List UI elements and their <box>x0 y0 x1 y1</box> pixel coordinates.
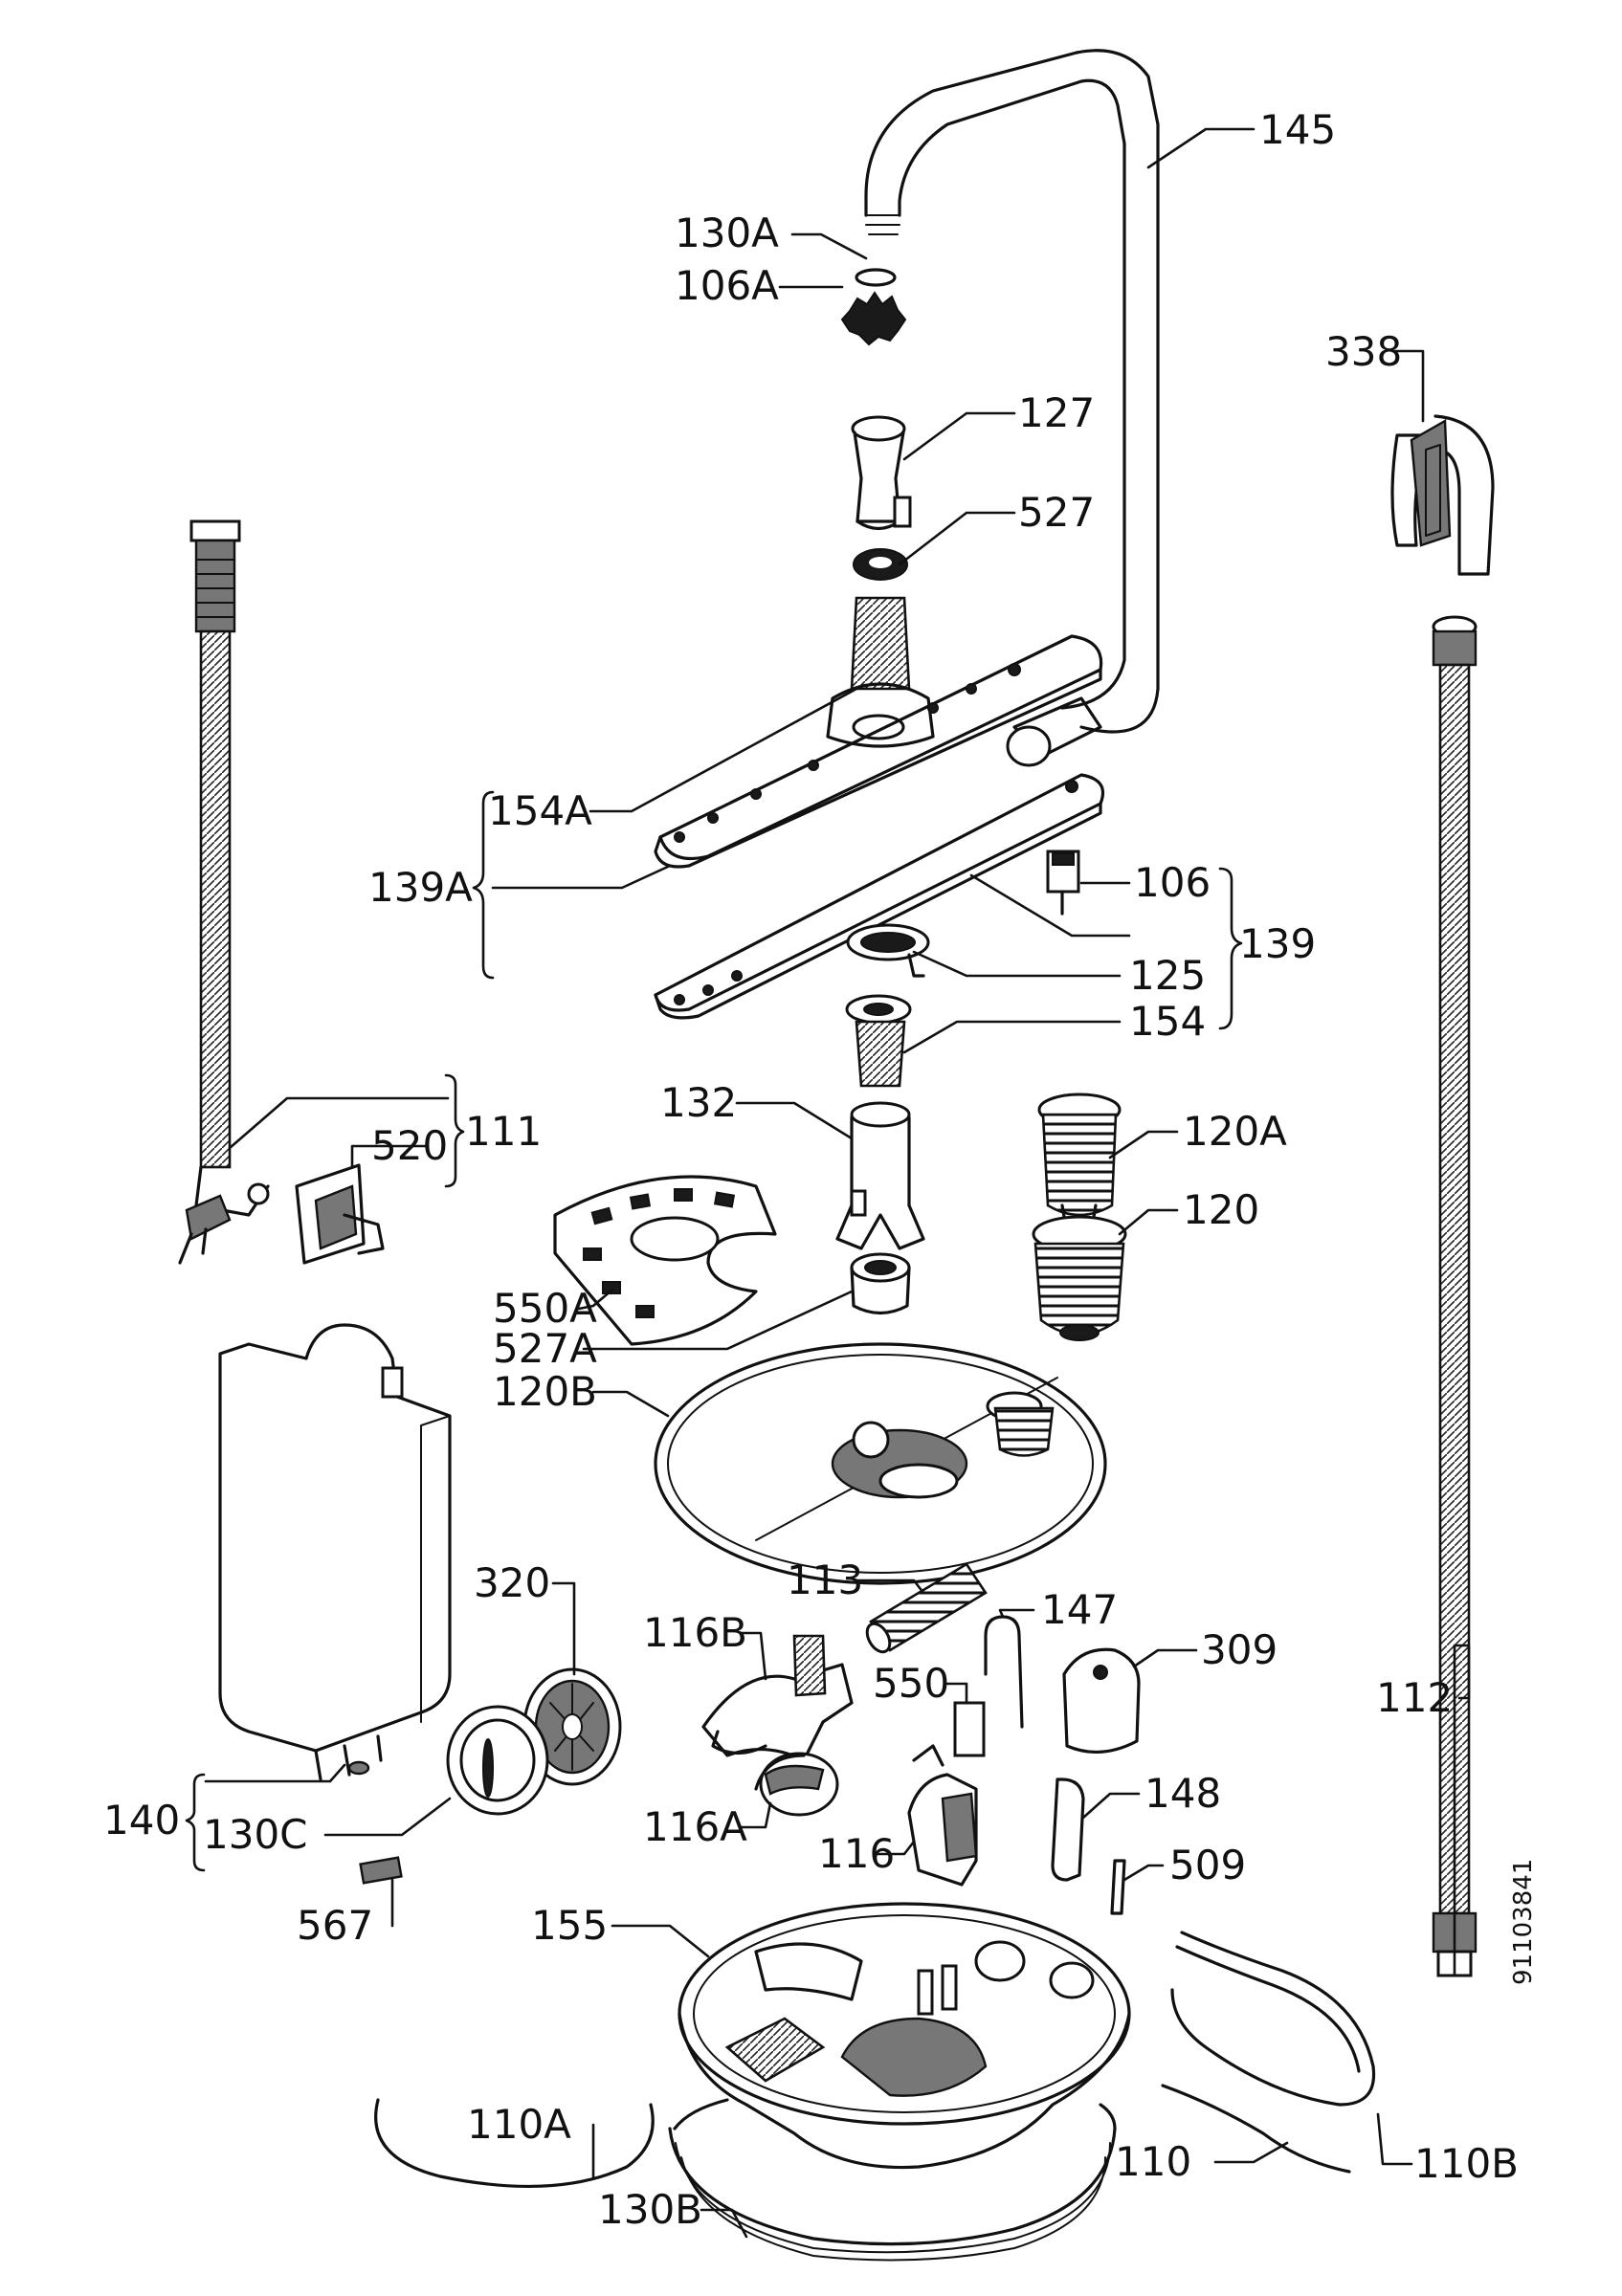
hose-110a <box>374 2098 655 2188</box>
u-pin-147 <box>984 1615 1024 1729</box>
label-139a: 139A <box>368 864 473 911</box>
label-130b: 130B <box>598 2186 702 2233</box>
label-139: 139 <box>1239 920 1316 967</box>
clip-148 <box>1051 1777 1085 1882</box>
label-527: 527 <box>1018 489 1095 536</box>
label-155: 155 <box>531 1902 608 1949</box>
label-309: 309 <box>1201 1626 1278 1673</box>
label-106a: 106A <box>675 262 779 309</box>
impeller-cover-320 <box>522 1667 622 1786</box>
clip-106 <box>1046 850 1080 916</box>
gear-nut-106a <box>840 291 907 346</box>
label-520: 520 <box>371 1122 448 1169</box>
sump-155 <box>678 1902 1131 2170</box>
label-110b: 110B <box>1414 2140 1519 2187</box>
flap-116a <box>754 1752 839 1817</box>
label-116: 116 <box>818 1830 895 1877</box>
block-550 <box>953 1701 986 1757</box>
container-140 <box>218 1323 452 1781</box>
flat-filter-120b <box>654 1342 1107 1585</box>
valve-housing-116b <box>701 1634 854 1762</box>
label-116b: 116B <box>643 1609 747 1656</box>
filter-cup-120 <box>1032 1215 1127 1341</box>
label-116a: 116A <box>643 1803 747 1850</box>
label-147: 147 <box>1041 1586 1118 1633</box>
label-154: 154 <box>1129 998 1206 1045</box>
pin-509 <box>1110 1859 1126 1915</box>
valve-body-116 <box>907 1744 978 1887</box>
label-120b: 120B <box>493 1368 597 1415</box>
hub-154 <box>845 994 912 1088</box>
label-127: 127 <box>1018 389 1095 436</box>
leader-lines <box>204 127 1471 2239</box>
label-338: 338 <box>1325 328 1402 375</box>
callout-labels: 145 130A 106A 338 127 527 154A 139A 106 … <box>103 106 1519 2233</box>
label-113: 113 <box>787 1556 863 1603</box>
label-111: 111 <box>465 1108 542 1155</box>
upper-spray-pipe-145 <box>864 49 1160 767</box>
label-106: 106 <box>1134 859 1211 906</box>
o-ring-130a <box>855 268 897 287</box>
label-145: 145 <box>1259 106 1336 153</box>
label-567: 567 <box>297 1902 373 1949</box>
seal-ring-130c <box>446 1705 549 1816</box>
drawing-number: 91103841 <box>1509 1859 1538 1985</box>
spray-arm-139 <box>654 773 1105 1020</box>
label-154a: 154A <box>488 787 592 834</box>
label-509: 509 <box>1169 1842 1246 1888</box>
cap-309 <box>1062 1647 1141 1755</box>
brackets <box>185 790 1243 1872</box>
label-140: 140 <box>103 1797 180 1843</box>
clamp-338 <box>1390 414 1495 576</box>
label-130c: 130C <box>203 1811 308 1858</box>
label-120: 120 <box>1183 1186 1259 1233</box>
label-125: 125 <box>1129 952 1206 999</box>
label-130a: 130A <box>675 210 779 256</box>
filter-120a <box>1037 1093 1122 1236</box>
label-527a: 527A <box>493 1325 597 1372</box>
seal-ring-130b <box>668 2098 1117 2262</box>
label-110a: 110A <box>467 2101 571 2148</box>
label-148: 148 <box>1144 1770 1221 1817</box>
label-550a: 550A <box>493 1285 597 1332</box>
cover-550a <box>553 1175 777 1346</box>
label-320: 320 <box>474 1559 550 1606</box>
hoses-110-110b <box>1161 1931 1376 2174</box>
heater-tube-113 <box>865 1562 988 1654</box>
label-132: 132 <box>660 1079 737 1126</box>
connector-tube-127 <box>851 415 912 531</box>
tube-132 <box>835 1101 925 1250</box>
nut-527 <box>853 548 908 581</box>
bracket-520 <box>295 1163 385 1265</box>
nut-527a <box>850 1252 911 1315</box>
label-550: 550 <box>873 1660 949 1707</box>
label-120a: 120A <box>1183 1108 1287 1155</box>
hose-111 <box>178 519 270 1265</box>
label-112: 112 <box>1376 1674 1453 1721</box>
bearing-ring-125 <box>846 923 930 978</box>
label-110: 110 <box>1115 2138 1191 2185</box>
small-part-567 <box>359 1856 403 1885</box>
